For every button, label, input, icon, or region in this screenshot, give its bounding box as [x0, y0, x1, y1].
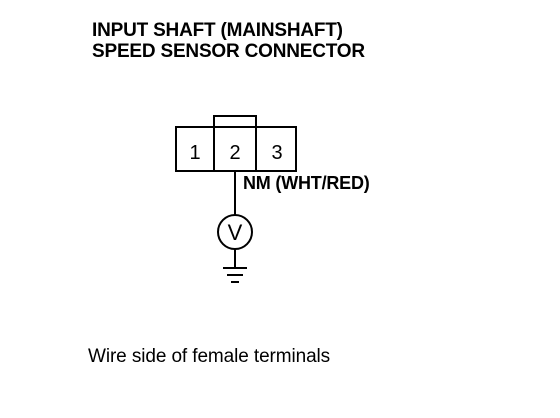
voltmeter-symbol: V: [228, 220, 243, 245]
wire-label: NM (WHT/RED): [243, 173, 370, 193]
pin-3-label: 3: [271, 142, 282, 164]
voltmeter-icon: V: [217, 214, 253, 250]
connector-lock-tab: [213, 115, 257, 127]
diagram-caption: Wire side of female terminals: [88, 346, 331, 367]
title-line-2: SPEED SENSOR CONNECTOR: [92, 41, 365, 62]
connector-pins: 1 2 3: [189, 142, 282, 164]
pin-2-label: 2: [229, 142, 240, 164]
title-line-1: INPUT SHAFT (MAINSHAFT): [92, 20, 343, 41]
pin-1-label: 1: [189, 142, 200, 164]
diagram-title: INPUT SHAFT (MAINSHAFT) SPEED SENSOR CON…: [92, 20, 365, 62]
ground-icon: [223, 267, 247, 283]
